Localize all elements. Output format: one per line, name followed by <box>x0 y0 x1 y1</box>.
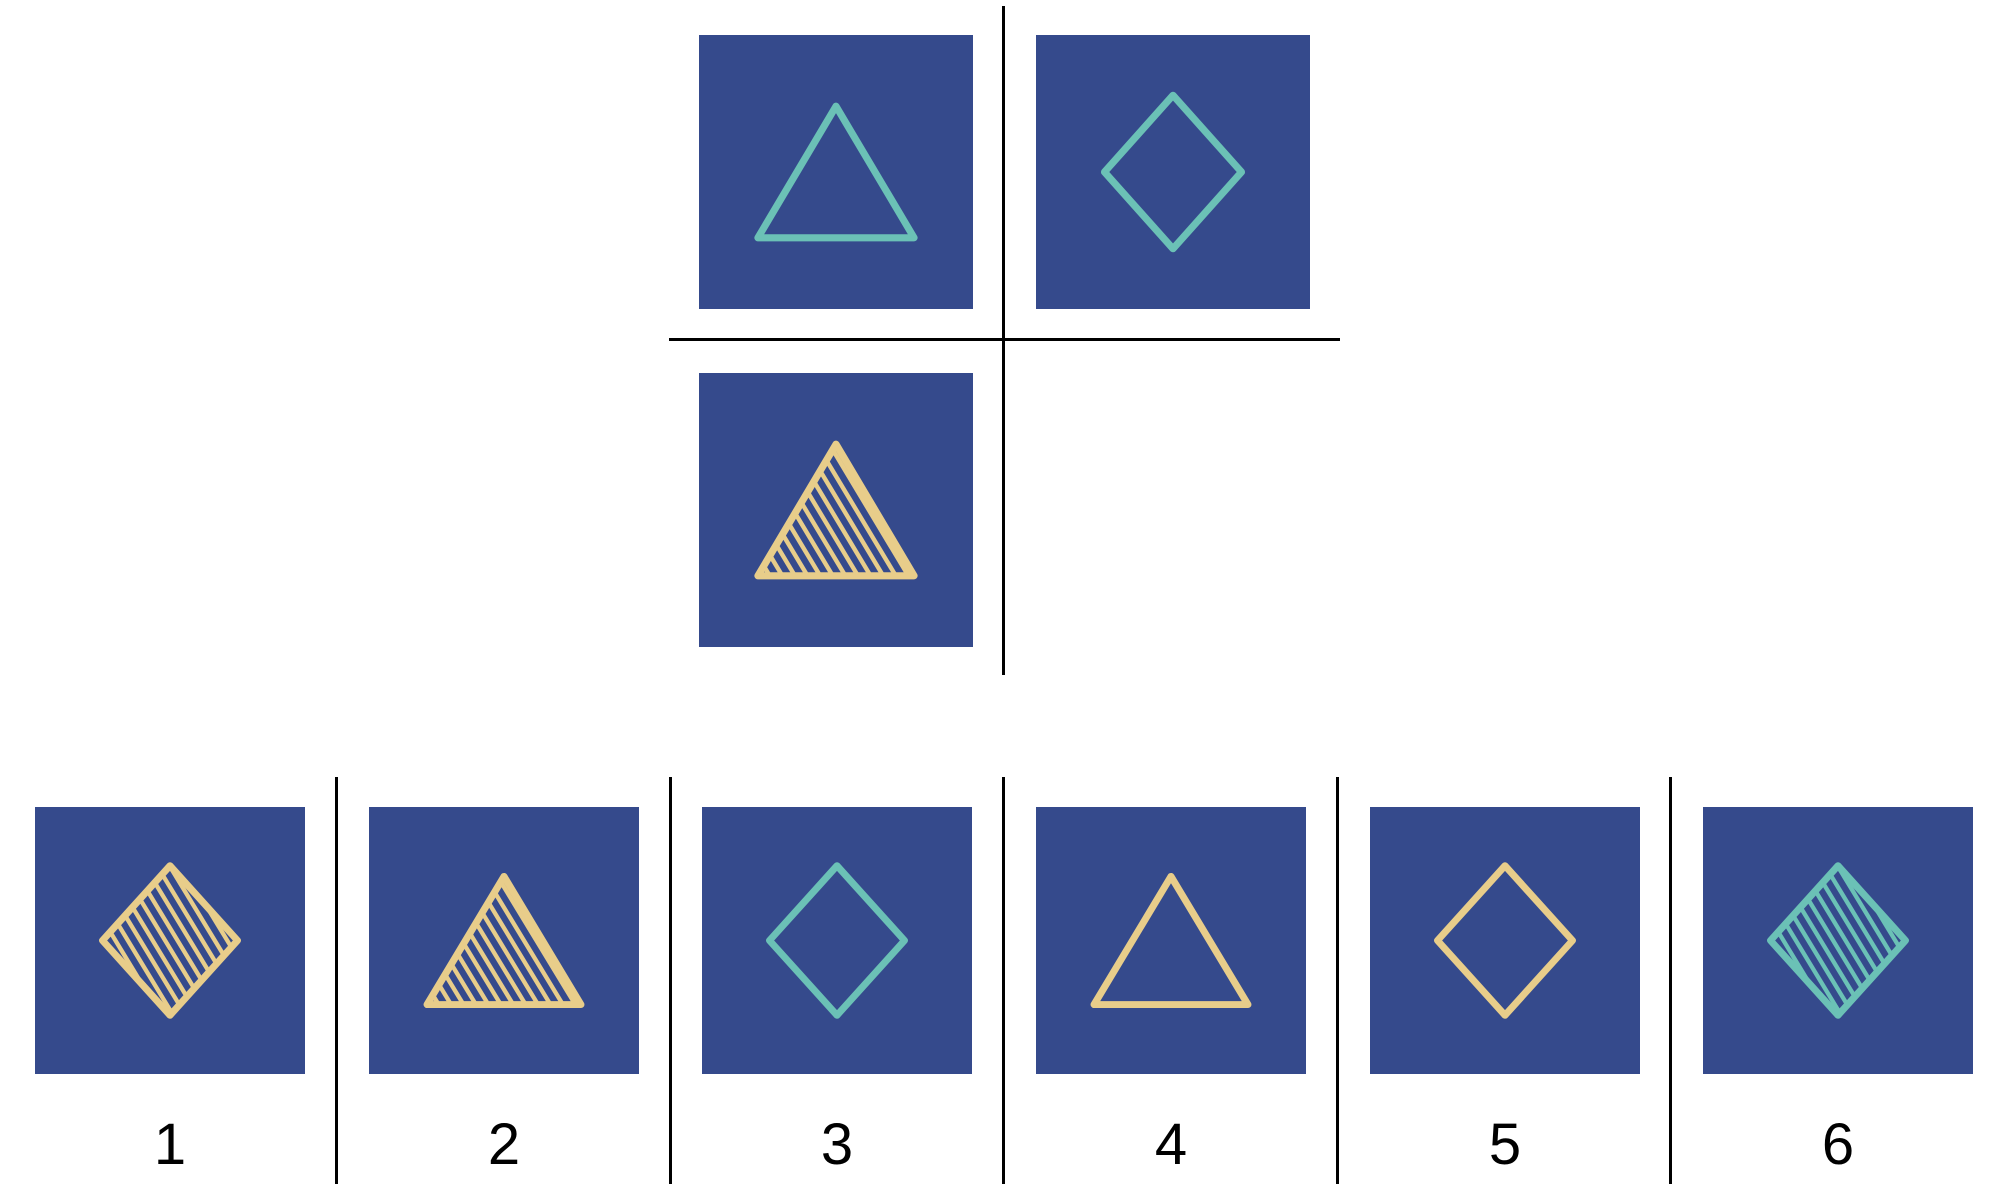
diamond-tile-graphic <box>35 807 305 1074</box>
option-divider <box>1002 777 1005 1184</box>
diamond-icon <box>765 862 909 1019</box>
option-4-tile[interactable] <box>1036 807 1306 1074</box>
option-divider <box>335 777 338 1184</box>
option-5-tile[interactable] <box>1370 807 1640 1074</box>
matrix-cell-1 <box>699 35 973 309</box>
option-divider <box>669 777 672 1184</box>
option-1-tile[interactable] <box>35 807 305 1074</box>
option-6-label[interactable]: 6 <box>1821 1112 1855 1177</box>
matrix-cell-3 <box>699 373 973 647</box>
diamond-tile-graphic <box>702 807 972 1074</box>
triangle-icon <box>754 102 918 242</box>
option-6-tile[interactable] <box>1703 807 1973 1074</box>
option-3-label[interactable]: 3 <box>820 1112 854 1177</box>
option-2-tile[interactable] <box>369 807 639 1074</box>
triangle-tile-graphic <box>699 373 973 647</box>
matrix-cell-2 <box>1036 35 1310 309</box>
diamond-tile-graphic <box>1703 807 1973 1074</box>
diamond-icon <box>98 862 242 1019</box>
option-4-label[interactable]: 4 <box>1154 1112 1188 1177</box>
option-1-label[interactable]: 1 <box>153 1112 187 1177</box>
option-3-tile[interactable] <box>702 807 972 1074</box>
triangle-tile-graphic <box>369 807 639 1074</box>
option-5-label[interactable]: 5 <box>1488 1112 1522 1177</box>
option-divider <box>1669 777 1672 1184</box>
diamond-tile-graphic <box>1036 35 1310 309</box>
diamond-icon <box>1766 862 1910 1019</box>
diamond-icon <box>1100 91 1246 253</box>
triangle-icon <box>1090 872 1252 1009</box>
triangle-icon <box>754 440 918 580</box>
option-2-label[interactable]: 2 <box>487 1112 521 1177</box>
triangle-icon <box>423 872 585 1009</box>
triangle-tile-graphic <box>699 35 973 309</box>
triangle-tile-graphic <box>1036 807 1306 1074</box>
option-divider <box>1336 777 1339 1184</box>
diamond-tile-graphic <box>1370 807 1640 1074</box>
matrix-cell-4-missing <box>1036 373 1310 647</box>
diamond-icon <box>1433 862 1577 1019</box>
matrix-divider-horizontal <box>669 338 1340 341</box>
